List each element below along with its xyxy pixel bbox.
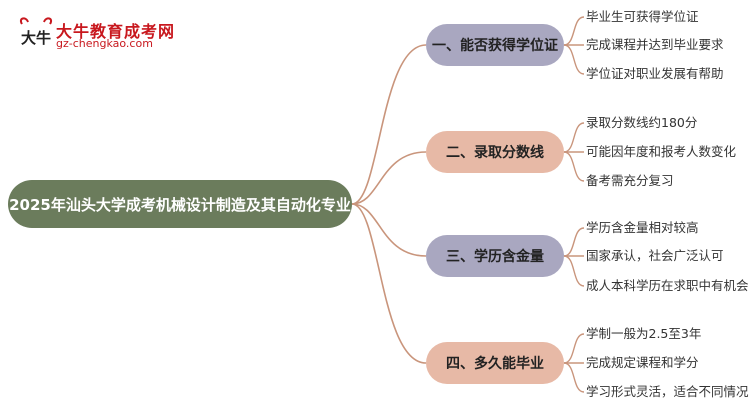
connector-root-branch1 [351, 44, 427, 205]
leaf-b4-1: 学制一般为2.5至3年 [586, 326, 702, 341]
connector-b4-leaf3 [563, 362, 585, 393]
leaf-b1-2: 完成课程并达到毕业要求 [586, 37, 724, 52]
logo-title: 大牛教育成考网 [56, 22, 176, 41]
logo-url: gz-chengkao.com [56, 37, 153, 50]
leaf-b3-3: 成人本科学历在求职中有机会 [586, 278, 749, 293]
connector-root-branch3 [351, 203, 427, 257]
leaf-b1-1: 毕业生可获得学位证 [586, 9, 699, 24]
connector-root-branch2 [351, 151, 427, 205]
connector-root-branch4 [351, 203, 427, 364]
branch-diploma-value: 三、学历含金量 [426, 235, 564, 277]
connector-b1-leaf1 [563, 16, 585, 46]
connector-b3-leaf3 [563, 255, 585, 287]
leaf-b2-3: 备考需充分复习 [586, 173, 674, 188]
root-topic: 2025年汕头大学成考机械设计制造及其自动化专业 [8, 180, 352, 228]
branch-graduation-time: 四、多久能毕业 [426, 342, 564, 384]
branch-degree-certificate: 一、能否获得学位证 [426, 24, 564, 66]
connector-b4-leaf1 [563, 333, 585, 364]
leaf-b4-2: 完成规定课程和学分 [586, 355, 699, 370]
brand-logo[interactable]: 大牛 大牛教育成考网 gz-chengkao.com [16, 14, 176, 58]
logo-mark-text: 大牛 [21, 29, 51, 47]
connector-b2-leaf3 [563, 151, 585, 182]
connector-b3-leaf1 [563, 227, 585, 257]
connector-b2-leaf1 [563, 122, 585, 153]
bull-logo-icon: 大牛 [19, 17, 53, 47]
leaf-b1-3: 学位证对职业发展有帮助 [586, 66, 724, 81]
connector-b1-leaf3 [563, 44, 585, 75]
leaf-b3-1: 学历含金量相对较高 [586, 220, 699, 235]
leaf-b2-2: 可能因年度和报考人数变化 [586, 144, 737, 159]
branch-admission-score: 二、录取分数线 [426, 131, 564, 173]
leaf-b2-1: 录取分数线约180分 [586, 115, 698, 130]
leaf-b4-3: 学习形式灵活，适合不同情况 [586, 384, 749, 399]
leaf-b3-2: 国家承认，社会广泛认可 [586, 248, 724, 263]
